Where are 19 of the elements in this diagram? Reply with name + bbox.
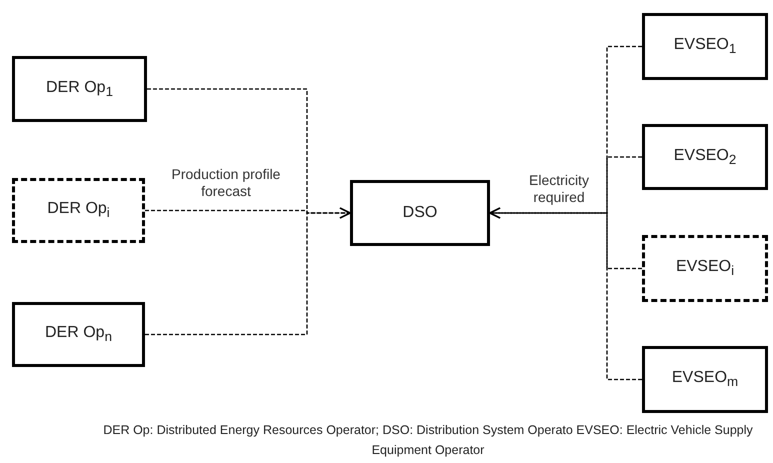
- node-label: DER Op$_{1}$: [46, 78, 113, 100]
- process-box: [642, 13, 768, 80]
- process-box: [642, 235, 768, 302]
- node-label: DER Op$_{n}$: [45, 324, 112, 345]
- process-box: [12, 302, 145, 367]
- node-label: EVSEO$_{1}$: [674, 36, 736, 57]
- node-label: DER Op$_{i}$: [47, 200, 110, 221]
- node-label: DSO: [402, 204, 438, 222]
- caption: DER Op: Distributed Energy Resources Operator; DSO: Distribution System Operato EVSEO: Electric Vehicle Supply Equipment Operator: [102, 422, 754, 459]
- process-box: [12, 56, 147, 122]
- process-box: [642, 124, 768, 190]
- process-box: [642, 346, 768, 413]
- node-label: EVSEO$_{2}$: [674, 146, 736, 168]
- arrow: [145, 207, 351, 336]
- process-box: [12, 178, 145, 243]
- arrow: [489, 207, 642, 380]
- node-label: EVSEO$_{m}$: [672, 369, 738, 390]
- process-box: [350, 180, 490, 246]
- node-label: EVSEO$_{i}$: [676, 258, 734, 279]
